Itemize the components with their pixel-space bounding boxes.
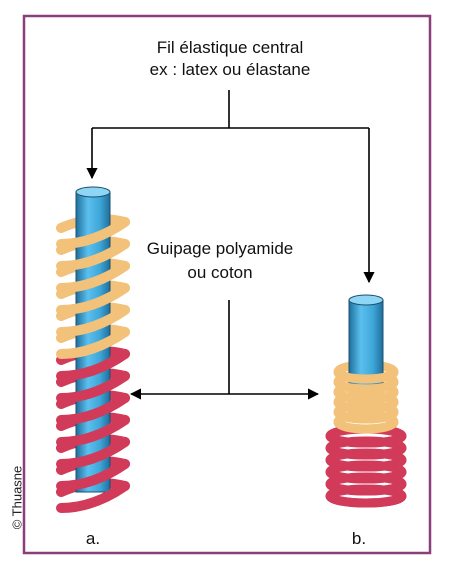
yarn-a-wrap-front — [56, 481, 130, 513]
central-fiber-title: Fil élastique central — [156, 38, 304, 57]
yarn-a-wrap-front — [56, 393, 130, 425]
yarn-b-ring-front — [333, 399, 399, 414]
yarn-a-wrap-front — [56, 305, 130, 337]
yarn-b-ring-front — [325, 445, 407, 460]
yarn-b-ring-front — [333, 419, 399, 434]
yarn-a — [56, 186, 130, 513]
yarn-a-core-top — [75, 186, 111, 198]
yarn-b-ring-front — [325, 481, 407, 496]
label-a: a. — [85, 529, 101, 548]
yarn-a-wrap-front — [56, 217, 130, 249]
middle-arrows — [129, 300, 320, 400]
wrapping-label: Guipage polyamide — [146, 239, 294, 258]
yarn-b-ring-front — [333, 369, 399, 384]
yarn-a-wrap-front — [56, 415, 130, 447]
yarn-b-ring-front — [325, 493, 407, 508]
yarn-a-wrap-front — [56, 371, 130, 403]
yarn-a-wrap-front — [56, 261, 130, 293]
central-fiber-example: ex : latex ou élastane — [149, 60, 311, 79]
yarn-b-core-top — [348, 294, 384, 306]
yarn-b-ring-front — [325, 457, 407, 472]
copyright-notice: © Thuasne — [9, 465, 25, 530]
yarn-a-wrap-front — [56, 437, 130, 469]
yarn-a-wrap-front — [56, 327, 130, 359]
yarn-b-ring-front — [333, 409, 399, 424]
yarn-a-wrap-front — [56, 283, 130, 315]
yarn-b — [325, 294, 407, 508]
yarn-b-ring-front — [325, 469, 407, 484]
top-arrows — [86, 90, 375, 284]
label-b: b. — [351, 529, 367, 548]
yarn-b-ring-front — [333, 389, 399, 404]
wrapping-label-material: ou coton — [187, 263, 253, 282]
yarn-b-ring-front — [325, 433, 407, 448]
yarn-b-ring-front — [333, 379, 399, 394]
yarn-a-wrap-front — [56, 459, 130, 491]
yarn-a-wrap-front — [56, 349, 130, 381]
yarn-a-wrap-front — [56, 239, 130, 271]
